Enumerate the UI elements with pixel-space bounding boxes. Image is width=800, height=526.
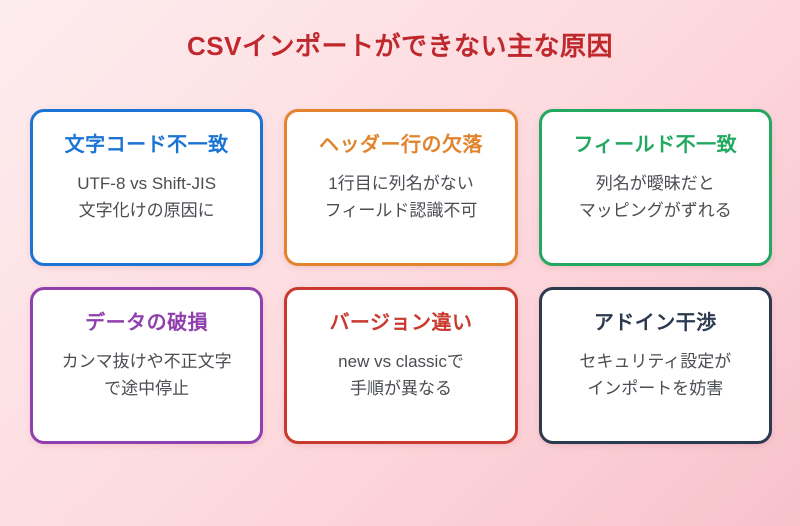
cause-card-missing-header-row: ヘッダー行の欠落 1行目に列名がない フィールド認識不可 [284, 109, 518, 266]
description-line: フィールド認識不可 [324, 201, 478, 221]
description-line: カンマ抜けや不正文字 [61, 352, 232, 371]
cause-card-version-difference: バージョン違い new vs classicで 手順が異なる [284, 287, 518, 444]
description-line: セキュリティ設定が [579, 352, 732, 371]
cause-card-encoding-mismatch: 文字コード不一致 UTF-8 vs Shift-JIS 文字化けの原因に [30, 109, 264, 266]
cause-card-description: new vs classicで 手順が異なる [287, 348, 514, 402]
cause-card-title: 文字コード不一致 [64, 134, 229, 156]
cause-card-description: カンマ抜けや不正文字 で途中停止 [33, 348, 260, 402]
description-line: 手順が異なる [349, 379, 452, 399]
description-line: インポートを妨害 [587, 379, 724, 399]
page-title: CSVインポートができない主な原因 [187, 31, 613, 61]
csv-import-infographic: CSVインポートができない主な原因 文字コード不一致 UTF-8 vs Shif… [0, 26, 800, 526]
cause-card-description: セキュリティ設定が インポートを妨害 [542, 348, 769, 402]
cause-card-title: バージョン違い [329, 312, 473, 334]
description-line: 1行目に列名がない [328, 174, 474, 193]
cause-card-title: データの破損 [85, 312, 209, 334]
description-line: で途中停止 [104, 379, 190, 399]
description-line: マッピングがずれる [578, 201, 732, 221]
description-line: 列名が曖昧だと [595, 174, 715, 193]
cause-card-addin-interference: アドイン干渉 セキュリティ設定が インポートを妨害 [538, 287, 772, 444]
description-line: UTF-8 vs Shift-JIS [77, 174, 217, 193]
cause-card-title: ヘッダー行の欠落 [318, 134, 483, 156]
cause-card-description: 列名が曖昧だと マッピングがずれる [542, 170, 769, 224]
description-line: new vs classicで [338, 352, 464, 371]
cause-card-title: フィールド不一致 [573, 134, 738, 156]
cause-card-description: UTF-8 vs Shift-JIS 文字化けの原因に [33, 170, 260, 224]
cause-grid: 文字コード不一致 UTF-8 vs Shift-JIS 文字化けの原因に ヘッダ… [0, 109, 800, 444]
cause-card-title: アドイン干渉 [593, 312, 717, 334]
description-line: 文字化けの原因に [78, 201, 215, 221]
cause-card-description: 1行目に列名がない フィールド認識不可 [287, 170, 514, 224]
cause-card-field-mismatch: フィールド不一致 列名が曖昧だと マッピングがずれる [538, 109, 772, 266]
cause-card-data-corruption: データの破損 カンマ抜けや不正文字 で途中停止 [30, 287, 264, 444]
